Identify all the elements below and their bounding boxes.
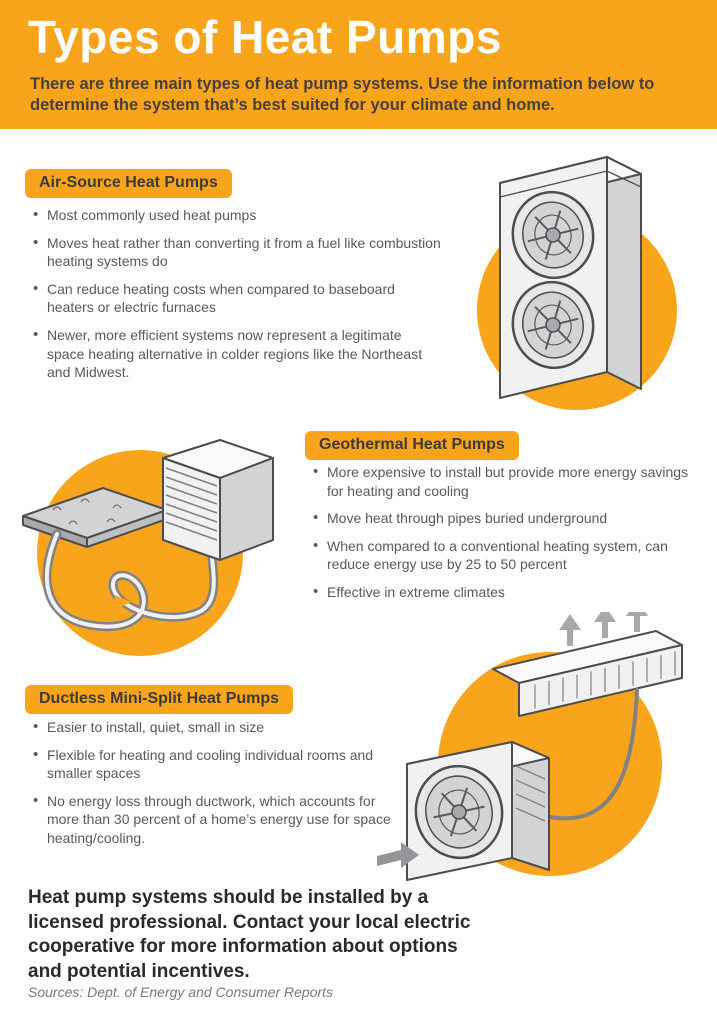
bullet-item: Moves heat rather than converting it fro… <box>30 233 442 271</box>
ground-slab <box>22 487 168 548</box>
footer-note: Heat pump systems should be installed by… <box>28 887 471 983</box>
pointer-arrow-icon <box>377 842 419 868</box>
unit-slats <box>165 467 218 541</box>
bullet-item: No energy loss through ductwork, which a… <box>30 791 402 848</box>
refrigerant-line <box>547 688 639 821</box>
header-band: Types of Heat Pumps There are three main… <box>0 0 717 129</box>
bullet-item: Can reduce heating costs when compared t… <box>30 279 442 317</box>
bullet-list-air-source: Most commonly used heat pumps Moves heat… <box>30 205 442 391</box>
bullet-item: Newer, more efficient systems now repres… <box>30 325 442 382</box>
section-heading-geothermal: Geothermal Heat Pumps <box>305 431 519 460</box>
airflow-up-arrow-icon <box>559 612 648 646</box>
page-subtitle: There are three main types of heat pump … <box>30 75 655 115</box>
grass-marks <box>52 498 122 525</box>
vent-slats <box>534 651 676 709</box>
bullet-item: When compared to a conventional heating … <box>310 536 705 574</box>
mini-split-heat-pump-icon <box>377 612 683 881</box>
bullet-item: Move heat through pipes buried undergrou… <box>310 508 705 528</box>
sources-line: Sources: Dept. of Energy and Consumer Re… <box>28 984 334 1000</box>
bullet-list-mini-split: Easier to install, quiet, small in size … <box>30 717 402 857</box>
geothermal-unit <box>162 439 274 561</box>
page-title: Types of Heat Pumps <box>28 11 502 63</box>
lid-seam <box>499 170 642 198</box>
side-vents <box>515 765 546 822</box>
section-heading-air-source: Air-Source Heat Pumps <box>25 169 232 198</box>
geothermal-heat-pump-icon <box>22 439 274 656</box>
bullet-list-geothermal: More expensive to install but provide mo… <box>310 462 705 611</box>
indoor-wall-unit <box>492 630 683 717</box>
air-source-heat-pump-icon <box>477 156 677 410</box>
circulation-arrow-icon <box>73 566 169 611</box>
bullet-item: Flexible for heating and cooling individ… <box>30 745 402 783</box>
section-heading-mini-split: Ductless Mini-Split Heat Pumps <box>25 685 294 714</box>
fan-icon <box>414 764 504 860</box>
bullet-item: Most commonly used heat pumps <box>30 205 442 225</box>
bullet-item: Effective in extreme climates <box>310 582 705 602</box>
fan-icon <box>511 280 595 370</box>
fan-icon <box>511 190 595 280</box>
bullet-item: More expensive to install but provide mo… <box>310 462 705 500</box>
bullet-item: Easier to install, quiet, small in size <box>30 717 402 737</box>
ground-loop-pipe <box>42 529 219 632</box>
